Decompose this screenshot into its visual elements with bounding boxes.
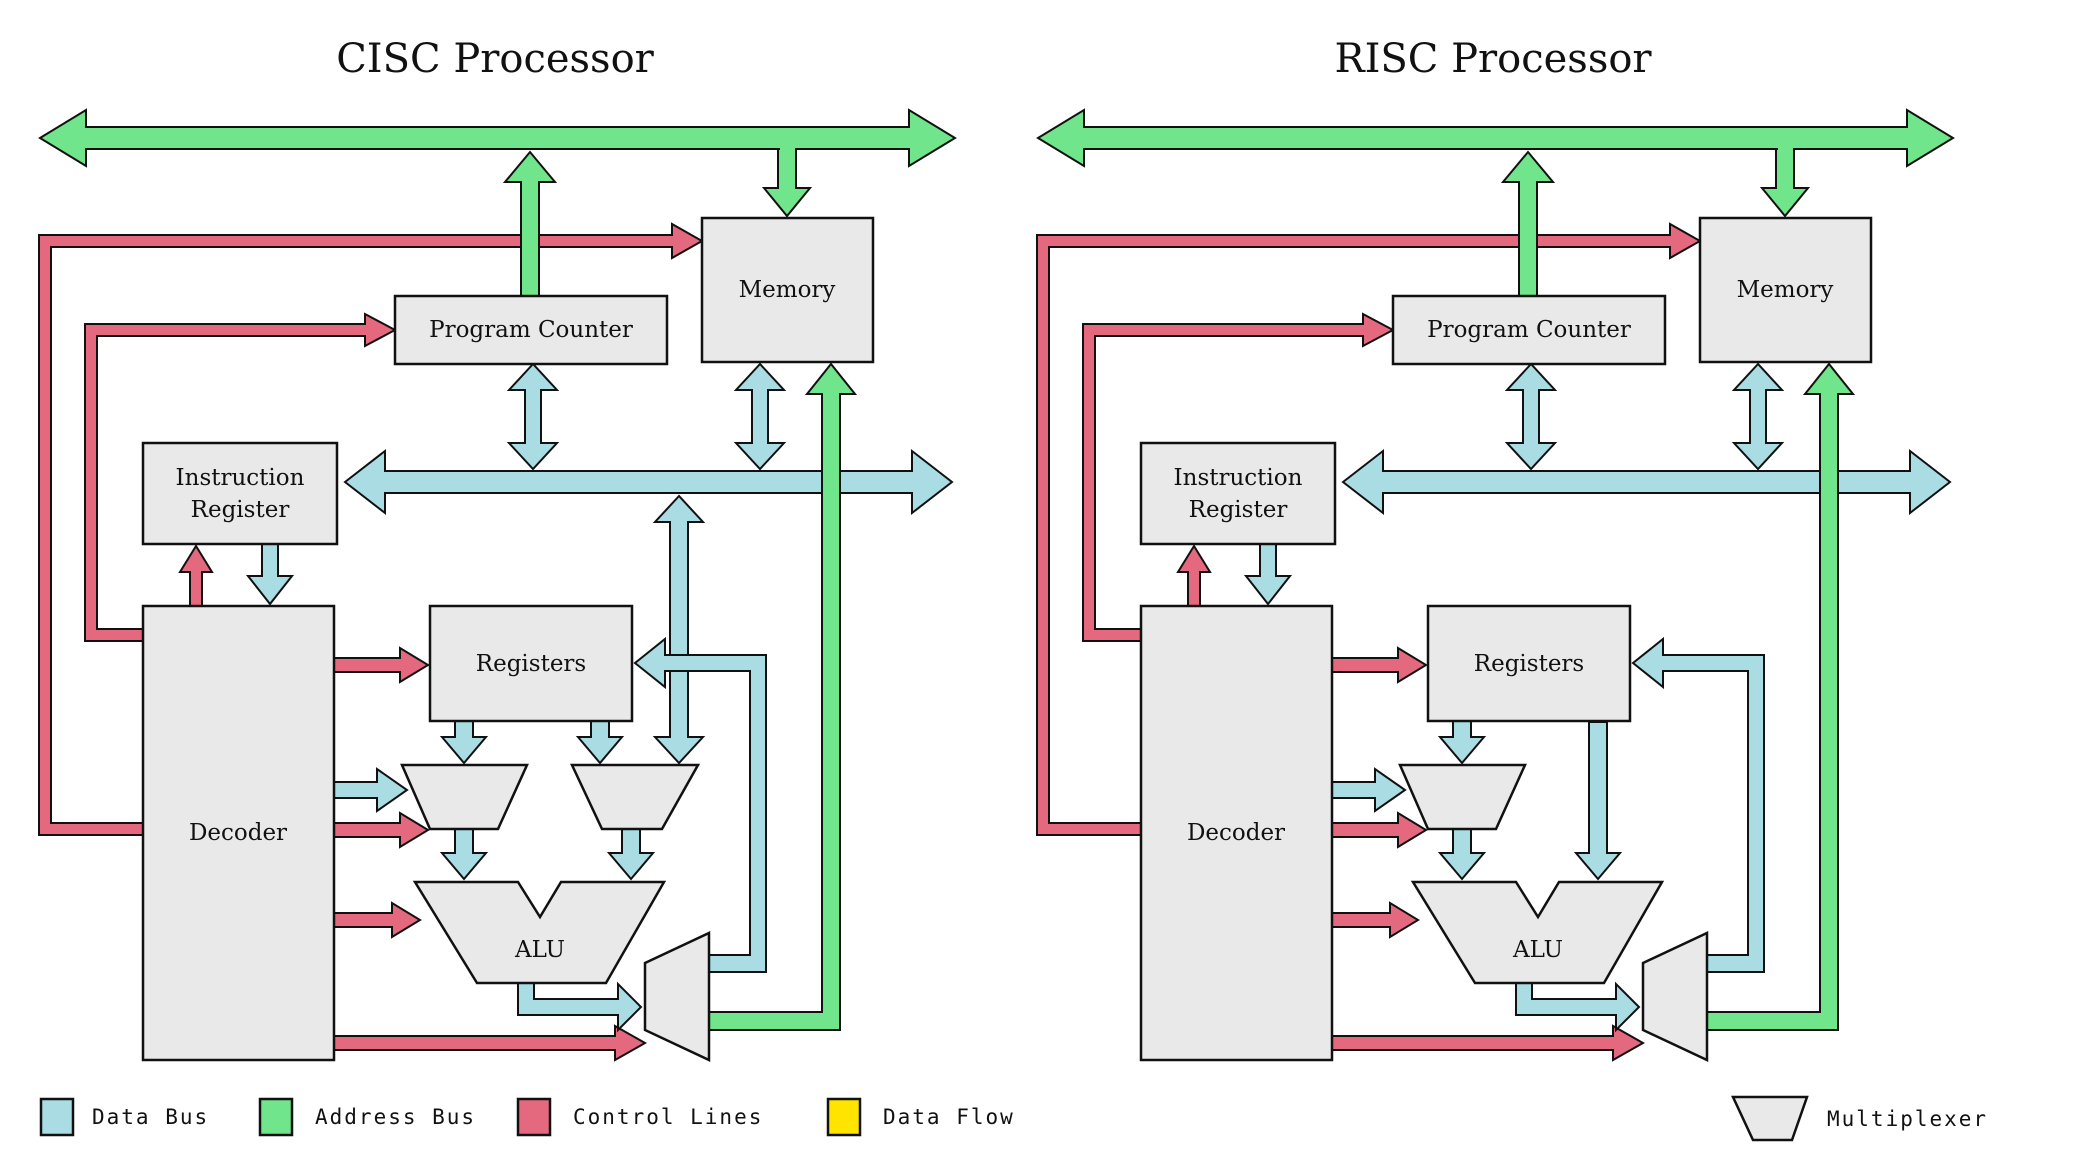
cisc-registers-label: Registers xyxy=(476,651,586,677)
cisc-alu-label: ALU xyxy=(514,937,565,963)
cisc-control-arrow-instruction-register xyxy=(178,544,214,607)
risc-instruction-register-label-2: Register xyxy=(1189,497,1288,523)
cisc-registers-box xyxy=(428,604,634,723)
data-flow-swatch xyxy=(826,1097,862,1137)
data-bus-legend-label: Data Bus xyxy=(92,1105,209,1129)
risc-address-bus xyxy=(1036,108,1955,168)
cisc-memory-label: Memory xyxy=(739,277,836,303)
control-lines-swatch xyxy=(516,1097,552,1137)
risc-diagram-shapes xyxy=(1036,108,1955,1062)
cisc-decoder-label: Decoder xyxy=(189,820,287,846)
risc-data-arrow-registers-alu xyxy=(1573,721,1623,881)
risc-data-arrow-pc-bus xyxy=(1504,362,1558,471)
cisc-data-line-mux-to-registers xyxy=(633,636,767,973)
cisc-mux-a xyxy=(400,763,529,831)
cisc-program-counter-box xyxy=(393,294,669,366)
risc-control-arrow-output-mux xyxy=(1330,1024,1646,1062)
cisc-address-bus-seam xyxy=(780,144,795,152)
risc-program-counter-label: Program Counter xyxy=(1427,317,1631,343)
risc-data-arrow-registers-mux-a xyxy=(1437,720,1487,765)
risc-instruction-register-box xyxy=(1139,441,1337,546)
risc-address-line-mux-to-memory xyxy=(1706,362,1856,1031)
cisc-data-bus xyxy=(343,448,954,516)
cisc-data-arrow-pc-bus xyxy=(506,362,560,471)
cisc-decoder-box xyxy=(141,604,336,1062)
cisc-address-arrow-pc-to-bus xyxy=(502,150,558,297)
cisc-data-arrow-mux-alu-b xyxy=(606,828,656,881)
risc-data-arrow-memory-bus xyxy=(1731,362,1785,471)
cisc-data-arrow-registers-mux-a xyxy=(439,720,489,765)
risc-data-line-mux-to-registers xyxy=(1631,636,1765,973)
cisc-address-bus xyxy=(38,108,957,168)
cisc-alu-shape xyxy=(412,880,667,985)
address-bus-legend-label: Address Bus xyxy=(315,1105,476,1129)
cisc-data-line-alu-to-mux xyxy=(517,981,643,1033)
risc-mux-a xyxy=(1398,763,1527,831)
risc-control-arrow-instruction-register xyxy=(1176,544,1212,607)
cisc-control-line-memory-loop xyxy=(38,222,705,836)
risc-registers-label: Registers xyxy=(1474,651,1584,677)
risc-data-line-alu-to-mux xyxy=(1515,981,1641,1033)
risc-data-arrow-decoder-mux xyxy=(1330,767,1407,813)
risc-control-arrow-alu xyxy=(1330,901,1420,939)
cisc-address-arrow-bus-to-memory xyxy=(761,148,813,218)
cisc-program-counter-label: Program Counter xyxy=(429,317,633,343)
cisc-control-line-pc-loop xyxy=(84,312,398,642)
cisc-control-arrow-output-mux xyxy=(332,1024,648,1062)
risc-registers-box xyxy=(1426,604,1632,723)
cisc-control-arrow-registers xyxy=(332,646,430,684)
risc-instruction-register-label-1: Instruction xyxy=(1174,465,1303,491)
cisc-data-arrow-registers-mux-b xyxy=(575,720,625,765)
cisc-address-line-mux-to-memory xyxy=(708,362,858,1031)
cisc-diagram-shapes xyxy=(38,108,957,1062)
risc-alu-shape xyxy=(1410,880,1665,985)
risc-memory-box xyxy=(1698,216,1873,364)
cisc-instruction-register-box xyxy=(141,441,339,546)
cisc-data-arrow-memory-bus xyxy=(733,362,787,471)
risc-alu-label: ALU xyxy=(1512,937,1563,963)
risc-data-arrow-mux-alu-a xyxy=(1437,828,1487,881)
cisc-memory-box xyxy=(700,216,875,364)
address-bus-swatch xyxy=(258,1097,294,1137)
risc-control-arrow-registers xyxy=(1330,646,1428,684)
cisc-data-arrow-bus-mux xyxy=(652,494,706,765)
cisc-data-arrow-ir-decoder xyxy=(245,543,295,606)
cisc-control-arrow-mux xyxy=(332,811,430,849)
risc-program-counter-box xyxy=(1391,294,1667,366)
risc-control-arrow-mux xyxy=(1330,811,1428,849)
cisc-data-arrow-mux-alu-a xyxy=(439,828,489,881)
risc-address-arrow-bus-to-memory xyxy=(1759,148,1811,218)
risc-control-line-pc-loop xyxy=(1082,312,1396,642)
risc-decoder-label: Decoder xyxy=(1187,820,1285,846)
risc-address-bus-seam xyxy=(1778,144,1793,152)
control-lines-legend-label: Control Lines xyxy=(573,1105,763,1129)
risc-data-arrow-ir-decoder xyxy=(1243,543,1293,606)
cisc-title: CISC Processor xyxy=(336,36,654,82)
data-bus-swatch xyxy=(39,1097,75,1137)
risc-output-mux xyxy=(1641,931,1709,1062)
cisc-mux-b xyxy=(570,763,701,831)
cisc-instruction-register-label-1: Instruction xyxy=(176,465,305,491)
cisc-data-arrow-decoder-mux xyxy=(332,767,409,813)
risc-decoder-box xyxy=(1139,604,1334,1062)
risc-address-arrow-pc-to-bus xyxy=(1500,150,1556,297)
risc-title: RISC Processor xyxy=(1334,36,1652,82)
multiplexer-swatch xyxy=(1731,1095,1809,1142)
multiplexer-legend-label: Multiplexer xyxy=(1827,1107,1988,1131)
legend: Data Bus Address Bus Control Lines Data … xyxy=(39,1095,1988,1142)
data-flow-legend-label: Data Flow xyxy=(883,1105,1015,1129)
cisc-instruction-register-label-2: Register xyxy=(191,497,290,523)
cisc-control-arrow-alu xyxy=(332,901,422,939)
cisc-output-mux xyxy=(643,931,711,1062)
risc-memory-label: Memory xyxy=(1737,277,1834,303)
risc-control-line-memory-loop xyxy=(1036,222,1703,836)
risc-data-bus xyxy=(1341,448,1952,516)
